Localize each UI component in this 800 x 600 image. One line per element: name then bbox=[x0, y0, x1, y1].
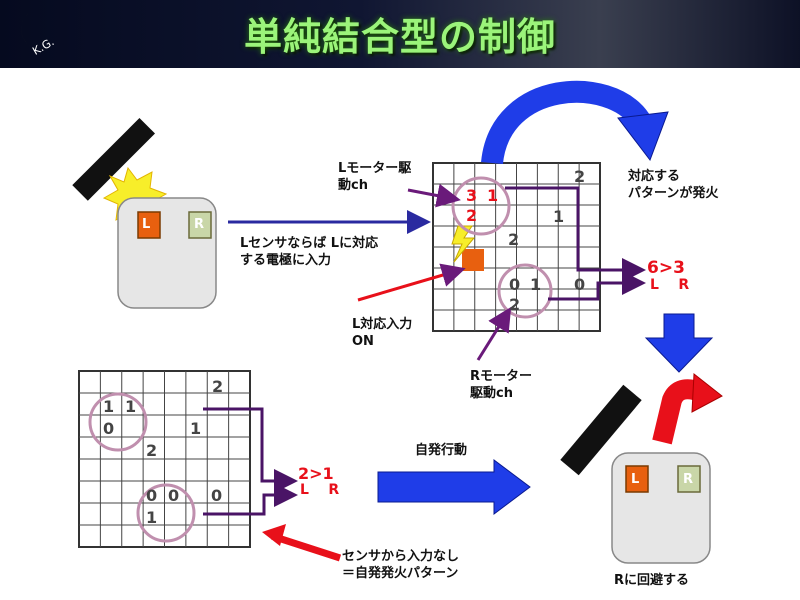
bottom-output-value: 2>1 bbox=[298, 464, 334, 483]
grid-number: 0 bbox=[211, 486, 223, 505]
page-title: 単純結合型の制御 bbox=[243, 15, 556, 59]
bottom-l-circle bbox=[88, 392, 148, 452]
r-motor-pointer bbox=[476, 306, 512, 361]
spontaneous-arrow bbox=[377, 459, 531, 515]
grid-number: 1 bbox=[103, 397, 115, 416]
l-input-caption: L対応入力 ON bbox=[352, 317, 413, 349]
r-motor-caption: Rモーター 駆動ch bbox=[470, 369, 533, 401]
sensor-input-caption: Lセンサならば Lに対応 する電極に入力 bbox=[240, 236, 379, 268]
firing-pattern-caption: 対応する パターンが発火 bbox=[628, 169, 719, 201]
spontaneous-caption: 自発行動 bbox=[415, 443, 468, 458]
grid-number: 2 bbox=[509, 295, 521, 314]
grid-number: 1 bbox=[125, 397, 137, 416]
grid-number: 3 bbox=[466, 186, 478, 205]
r-channel-line bbox=[548, 271, 646, 301]
grid-number: 0 bbox=[509, 275, 521, 294]
bottom-output-lr: L R bbox=[300, 482, 340, 498]
down-arrow bbox=[644, 313, 714, 373]
grid-number: 1 bbox=[530, 275, 542, 294]
grid-number: 2 bbox=[466, 206, 478, 225]
l-channel-line bbox=[505, 186, 646, 282]
left-sensor-top bbox=[137, 211, 161, 239]
r-channel-circle bbox=[497, 263, 553, 319]
grid-number: 1 bbox=[553, 207, 565, 226]
bottom-r-circle bbox=[136, 483, 196, 543]
grid-number: 2 bbox=[146, 441, 158, 460]
title-bar: K.G. 単純結合型の制御 bbox=[0, 0, 800, 68]
l-motor-caption: Lモーター駆 動ch bbox=[338, 161, 412, 193]
no-input-arrow bbox=[270, 532, 342, 562]
obstacle-bar-top bbox=[72, 117, 156, 201]
firing-curve-arrowhead bbox=[617, 111, 669, 162]
grid-number: 1 bbox=[190, 419, 202, 438]
left-sensor-label-top: L bbox=[142, 217, 151, 232]
grid-number: 2 bbox=[574, 167, 586, 186]
grid-number: 0 bbox=[103, 419, 115, 438]
right-sensor-label-bottom: R bbox=[683, 472, 694, 487]
obstacle-bar-bottom bbox=[560, 384, 642, 476]
left-sensor-label-bottom: L bbox=[631, 472, 640, 487]
grid-number: 1 bbox=[487, 186, 499, 205]
grid-number: 0 bbox=[574, 275, 586, 294]
l-motor-pointer bbox=[407, 183, 461, 208]
top-output-lr: L R bbox=[650, 277, 690, 293]
l-input-pointer bbox=[357, 263, 466, 302]
bottom-r-line bbox=[203, 483, 298, 516]
lightning-icon bbox=[451, 225, 476, 263]
bottom-l-line bbox=[203, 407, 298, 493]
grid-number: 2 bbox=[212, 377, 224, 396]
grid-number: 0 bbox=[168, 486, 180, 505]
left-sensor-bottom bbox=[625, 465, 649, 493]
right-sensor-bottom bbox=[677, 465, 701, 493]
firing-curve-arrow bbox=[481, 80, 650, 165]
active-electrode bbox=[462, 249, 484, 271]
avoid-right-caption: Rに回避する bbox=[614, 573, 690, 588]
grid-number: 0 bbox=[146, 486, 158, 505]
no-input-caption: センサから入力なし ＝自発発火パターン bbox=[342, 549, 460, 581]
right-sensor-label-top: R bbox=[194, 217, 205, 232]
grid-number: 2 bbox=[508, 230, 520, 249]
grid-number: 1 bbox=[146, 508, 158, 527]
top-output-value: 6>3 bbox=[647, 258, 685, 278]
right-sensor-top bbox=[188, 211, 212, 239]
